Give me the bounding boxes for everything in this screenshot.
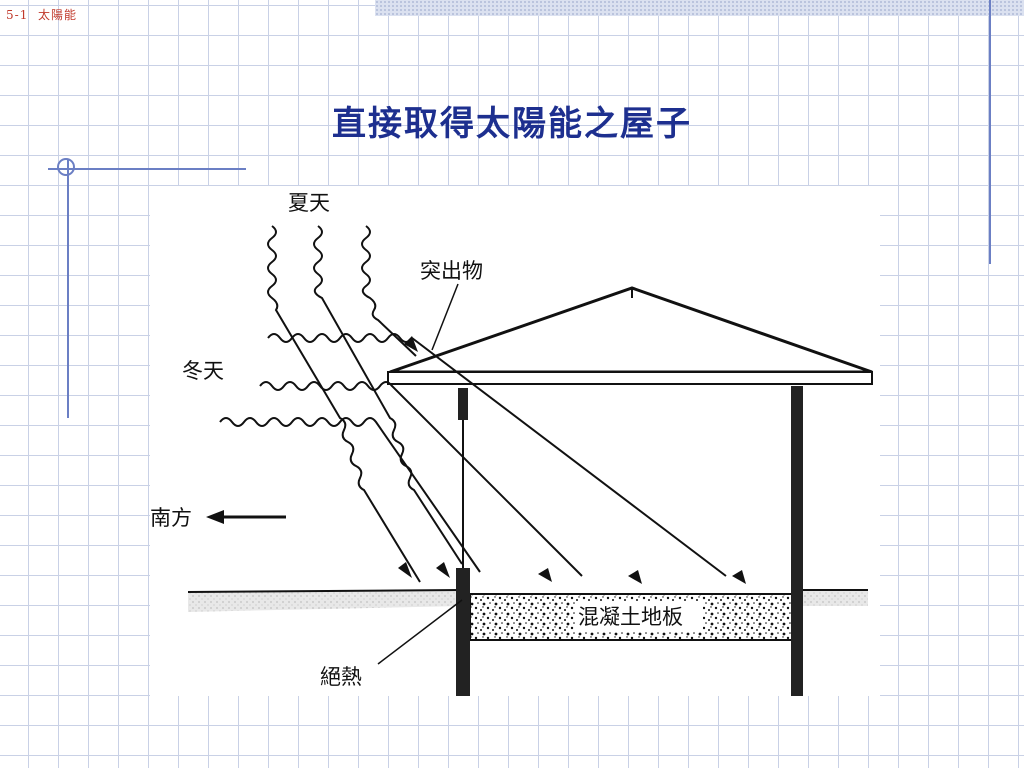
winter-ray (259, 381, 583, 577)
passive-solar-house-diagram: 夏天 突出物 冬天 南方 混凝土地板 絕熱 (150, 191, 873, 696)
label-summer: 夏天 (288, 191, 330, 215)
decorative-horizontal-line (48, 168, 246, 170)
ground-line (187, 589, 463, 593)
ground (188, 590, 462, 612)
label-protrusion: 突出物 (420, 259, 483, 283)
label-winter: 冬天 (182, 359, 224, 383)
label-insulation: 絕熱 (320, 665, 362, 689)
label-concrete-slab: 混凝土地板 (578, 605, 683, 629)
protrusion-leader (431, 283, 459, 351)
ground-right (798, 590, 868, 606)
left-post-lower (456, 568, 470, 696)
winter-rays (219, 333, 727, 577)
summer-ray (267, 225, 421, 583)
decorative-circle (57, 158, 75, 176)
winter-ray (219, 417, 481, 573)
label-south: 南方 (150, 506, 192, 530)
right-post (791, 386, 803, 696)
winter-ray (267, 333, 727, 577)
slide-section-label: 5-1 太陽能 (6, 8, 77, 22)
decorative-vertical-line (67, 160, 69, 418)
roof-triangle (389, 286, 873, 374)
slide-title: 直接取得太陽能之屋子 (332, 104, 692, 144)
header-texture-band (375, 0, 1024, 16)
roof-eave (387, 371, 873, 385)
insulation-leader (377, 599, 463, 665)
summer-ray (361, 225, 417, 357)
decorative-vertical-line (989, 0, 991, 264)
left-post-upper (458, 388, 468, 420)
